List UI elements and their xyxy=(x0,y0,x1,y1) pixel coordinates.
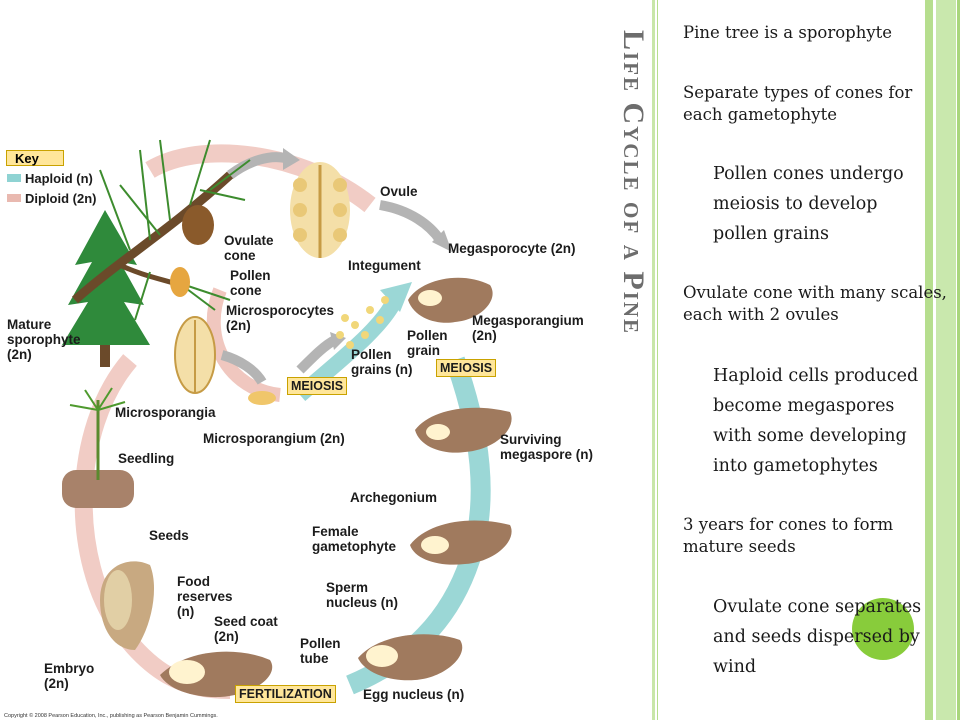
ovule-stage-1 xyxy=(408,277,493,323)
stripe-4 xyxy=(936,0,956,720)
bullet-7: Ovulate cone separates and seeds dispers… xyxy=(713,597,922,677)
label-megasporangium: Megasporangium (2n) xyxy=(472,313,584,343)
pine-life-cycle-diagram xyxy=(62,139,512,699)
label-seedling: Seedling xyxy=(118,451,175,466)
key-haploid: Haploid (n) xyxy=(25,171,93,186)
label-microsporangia: Microsporangia xyxy=(115,405,216,420)
label-surviving-megaspore: Surviving megaspore (n) xyxy=(500,432,594,462)
ovulate-scale xyxy=(290,162,350,258)
bullet-3: Pollen cones undergo meiosis to develop … xyxy=(713,164,904,244)
label-mature-sporophyte: Mature sporophyte (2n) xyxy=(7,317,81,362)
copyright-text: Copyright © 2008 Pearson Education, Inc.… xyxy=(4,713,218,719)
label-ovule: Ovule xyxy=(380,184,418,199)
stripe-2 xyxy=(657,0,658,720)
label-pollen-grain: Pollen grain xyxy=(407,328,448,358)
label-sperm-nucleus: Sperm nucleus (n) xyxy=(326,580,399,610)
key-haploid-arrow xyxy=(7,174,21,182)
gray-arrowhead-top xyxy=(283,148,300,170)
seedling xyxy=(62,387,134,508)
microsporangium xyxy=(248,391,276,405)
stripe-3 xyxy=(925,0,933,720)
label-pollen-tube: Pollen tube xyxy=(300,636,341,666)
key-diploid-arrow xyxy=(7,194,21,202)
label-female-gametophyte: Female gametophyte xyxy=(312,524,397,554)
label-megasporocyte: Megasporocyte (2n) xyxy=(448,241,576,256)
bullet-4: Ovulate cone with many scales, each with… xyxy=(683,283,947,324)
label-fertilization: FERTILIZATION xyxy=(235,685,336,703)
pine-branch xyxy=(72,139,251,321)
label-embryo: Embryo (2n) xyxy=(44,661,95,691)
stripe-1 xyxy=(652,0,655,720)
bullet-1: Pine tree is a sporophyte xyxy=(683,23,893,42)
bullet-2: Separate types of cones for each gametop… xyxy=(683,83,913,124)
label-seeds: Seeds xyxy=(149,528,189,543)
pollen-grains xyxy=(336,296,389,349)
label-ovulate-cone: Ovulate cone xyxy=(224,233,274,263)
pollen-cone-section xyxy=(174,316,216,394)
label-pollen-cone: Pollen cone xyxy=(230,268,271,298)
label-egg-nucleus: Egg nucleus (n) xyxy=(363,687,465,702)
label-integument: Integument xyxy=(348,258,421,273)
haploid-pollen-arrowhead xyxy=(380,282,412,312)
label-meiosis-1: MEIOSIS xyxy=(287,377,348,395)
key-title: Key xyxy=(6,150,64,166)
bullet-6: 3 years for cones to form mature seeds xyxy=(683,515,894,556)
label-microsporangium: Microsporangium (2n) xyxy=(203,431,345,446)
label-pollen-grains: Pollen grains (n) xyxy=(351,347,413,377)
label-seed-coat: Seed coat (2n) xyxy=(214,614,278,644)
label-food-reserves: Food reserves (n) xyxy=(177,574,233,619)
gray-arrow-pollen xyxy=(220,350,267,385)
bullet-5: Haploid cells produced become megaspores… xyxy=(713,366,919,476)
gray-arrow-ovule xyxy=(379,200,445,243)
green-circle xyxy=(852,598,914,660)
label-microsporocytes: Microsporocytes (2n) xyxy=(226,303,335,333)
seeds xyxy=(100,561,155,650)
label-archegonium: Archegonium xyxy=(350,490,438,505)
ovule-stage-2 xyxy=(415,407,512,453)
gray-arrowhead-ovule xyxy=(432,230,452,252)
stripe-5 xyxy=(957,0,960,720)
ovule-stage-4 xyxy=(358,634,463,681)
key-diploid: Diploid (2n) xyxy=(25,191,97,206)
ovule-stage-3 xyxy=(410,520,512,565)
label-meiosis-2: MEIOSIS xyxy=(436,359,497,377)
